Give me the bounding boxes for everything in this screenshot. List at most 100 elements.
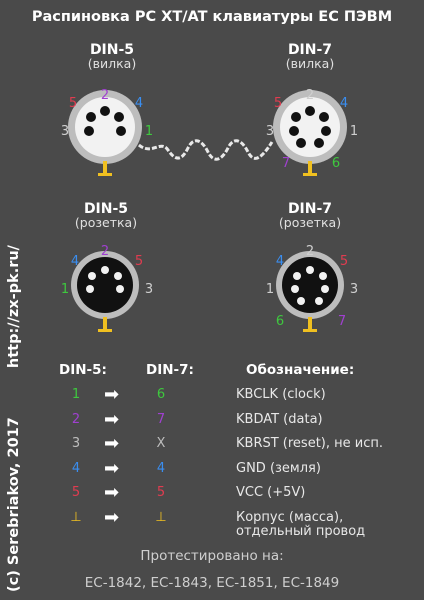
credit-text: (c) Serebriakov, 2017: [6, 417, 22, 592]
din5-pin: ⊥: [70, 509, 82, 525]
din7-pin: 6: [156, 387, 166, 402]
pin-3-hole: [84, 126, 94, 136]
din5-pin: 5: [71, 485, 81, 500]
shield-lug: [103, 161, 107, 175]
pin-2-contact: [101, 266, 109, 274]
arrow-right-icon: ➡: [104, 433, 120, 454]
pin-1-contact: [291, 285, 299, 293]
din5-plug: 2 5 4 3 1: [61, 88, 153, 176]
pin-label-4: 4: [276, 254, 284, 269]
din7-socket-title: DIN-7: [287, 201, 333, 217]
din7-plug-kind: (вилка): [285, 56, 335, 71]
din7-socket-face: [282, 257, 338, 313]
pin-1-hole: [116, 126, 126, 136]
arrow-right-icon: ➡: [104, 482, 120, 503]
pin-4-contact: [88, 272, 96, 280]
pin-5-hole: [291, 112, 301, 122]
din5-plug-title: DIN-5: [89, 42, 135, 58]
signal-description: KBRST (reset), не исп.: [236, 436, 383, 451]
din7-socket-kind: (розетка): [278, 215, 342, 230]
arrow-right-icon: ➡: [104, 506, 120, 528]
pin-label-1: 1: [350, 124, 358, 139]
pin-6-contact: [297, 297, 305, 305]
pin-label-6: 6: [332, 156, 340, 171]
pin-label-4: 4: [135, 96, 143, 111]
signal-description: VCC (+5V): [236, 485, 306, 500]
signal-description: KBDAT (data): [236, 411, 323, 427]
arrow-right-icon: ➡: [104, 408, 120, 430]
din7-pin: X: [156, 436, 166, 451]
pin-label-1: 1: [61, 282, 69, 297]
connectors-drawing: 2 5 4 3 1 2 5 4 3 1 7 6: [61, 88, 358, 332]
pin-3-hole: [289, 126, 299, 136]
arrow-right-icon: ➡: [104, 457, 120, 479]
pin-label-2: 2: [306, 88, 314, 103]
pin-label-5: 5: [340, 254, 348, 269]
pin-label-7: 7: [338, 314, 346, 329]
pin-1-hole: [321, 126, 331, 136]
pin-6-hole: [314, 138, 324, 148]
pin-4-contact: [293, 272, 301, 280]
pin-5-contact: [114, 272, 122, 280]
pin-label-5: 5: [274, 96, 282, 111]
din7-socket: 2 4 5 1 3 6 7: [266, 244, 358, 332]
din5-pin: 3: [71, 436, 81, 451]
tested-label: Протестировано на:: [140, 548, 284, 564]
din5-pin: 1: [71, 387, 81, 402]
pin-label-5: 5: [69, 96, 77, 111]
col-header-din7: DIN-7:: [146, 362, 194, 378]
pin-label-3: 3: [61, 124, 69, 139]
pin-label-4: 4: [340, 96, 348, 111]
pin-label-3: 3: [145, 282, 153, 297]
pin-3-contact: [116, 285, 124, 293]
page-title: Распиновка PC XT/AT клавиатуры ЕС ПЭВМ: [31, 9, 393, 25]
din5-pin: 4: [71, 460, 81, 476]
pin-1-contact: [86, 285, 94, 293]
signal-description: GND (земля): [236, 460, 321, 476]
pin-4-hole: [114, 112, 124, 122]
shield-lug: [98, 329, 112, 332]
pin-label-2: 2: [101, 244, 109, 259]
pin-label-7: 7: [282, 156, 290, 171]
pin-label-5: 5: [135, 254, 143, 269]
tested-models: ЕС-1842, ЕС-1843, ЕС-1851, ЕС-1849: [84, 575, 340, 591]
pin-label-4: 4: [71, 254, 79, 269]
signal-description-line2: отдельный провод: [236, 523, 366, 539]
pin-label-6: 6: [276, 314, 284, 329]
pin-4-hole: [319, 112, 329, 122]
shield-lug: [308, 161, 312, 175]
pin-7-contact: [315, 297, 323, 305]
din7-pin: ⊥: [155, 509, 167, 525]
signal-description: KBCLK (clock): [236, 387, 326, 402]
col-header-desc: Обозначение:: [246, 362, 355, 378]
din7-pin: 4: [156, 460, 166, 476]
din7-pin: 7: [156, 411, 166, 427]
din5-pin: 2: [71, 411, 81, 427]
signal-description: Корпус (масса),: [236, 509, 344, 525]
pin-label-3: 3: [266, 124, 274, 139]
pin-5-hole: [86, 112, 96, 122]
din7-plug-title: DIN-7: [287, 42, 333, 58]
din7-plug-face: [280, 97, 340, 157]
pin-label-3: 3: [350, 282, 358, 297]
pin-3-contact: [321, 285, 329, 293]
shield-lug: [308, 317, 312, 331]
din5-socket-face: [77, 257, 133, 313]
shield-lug: [98, 173, 112, 176]
col-header-din5: DIN-5:: [59, 362, 107, 378]
pin-label-2: 2: [101, 88, 109, 103]
din7-pin: 5: [156, 485, 166, 500]
pin-7-hole: [296, 138, 306, 148]
pin-label-1: 1: [145, 124, 153, 139]
din7-plug: 2 5 4 3 1 7 6: [266, 88, 358, 176]
pin-5-contact: [319, 272, 327, 280]
pin-2-hole: [305, 106, 315, 116]
shield-lug: [103, 317, 107, 331]
arrow-right-icon: ➡: [104, 384, 120, 405]
coiled-cable: [132, 139, 274, 161]
din5-plug-kind: (вилка): [87, 56, 137, 71]
din5-plug-face: [75, 97, 135, 157]
din5-socket-title: DIN-5: [83, 201, 129, 217]
din5-socket-kind: (розетка): [74, 215, 138, 230]
